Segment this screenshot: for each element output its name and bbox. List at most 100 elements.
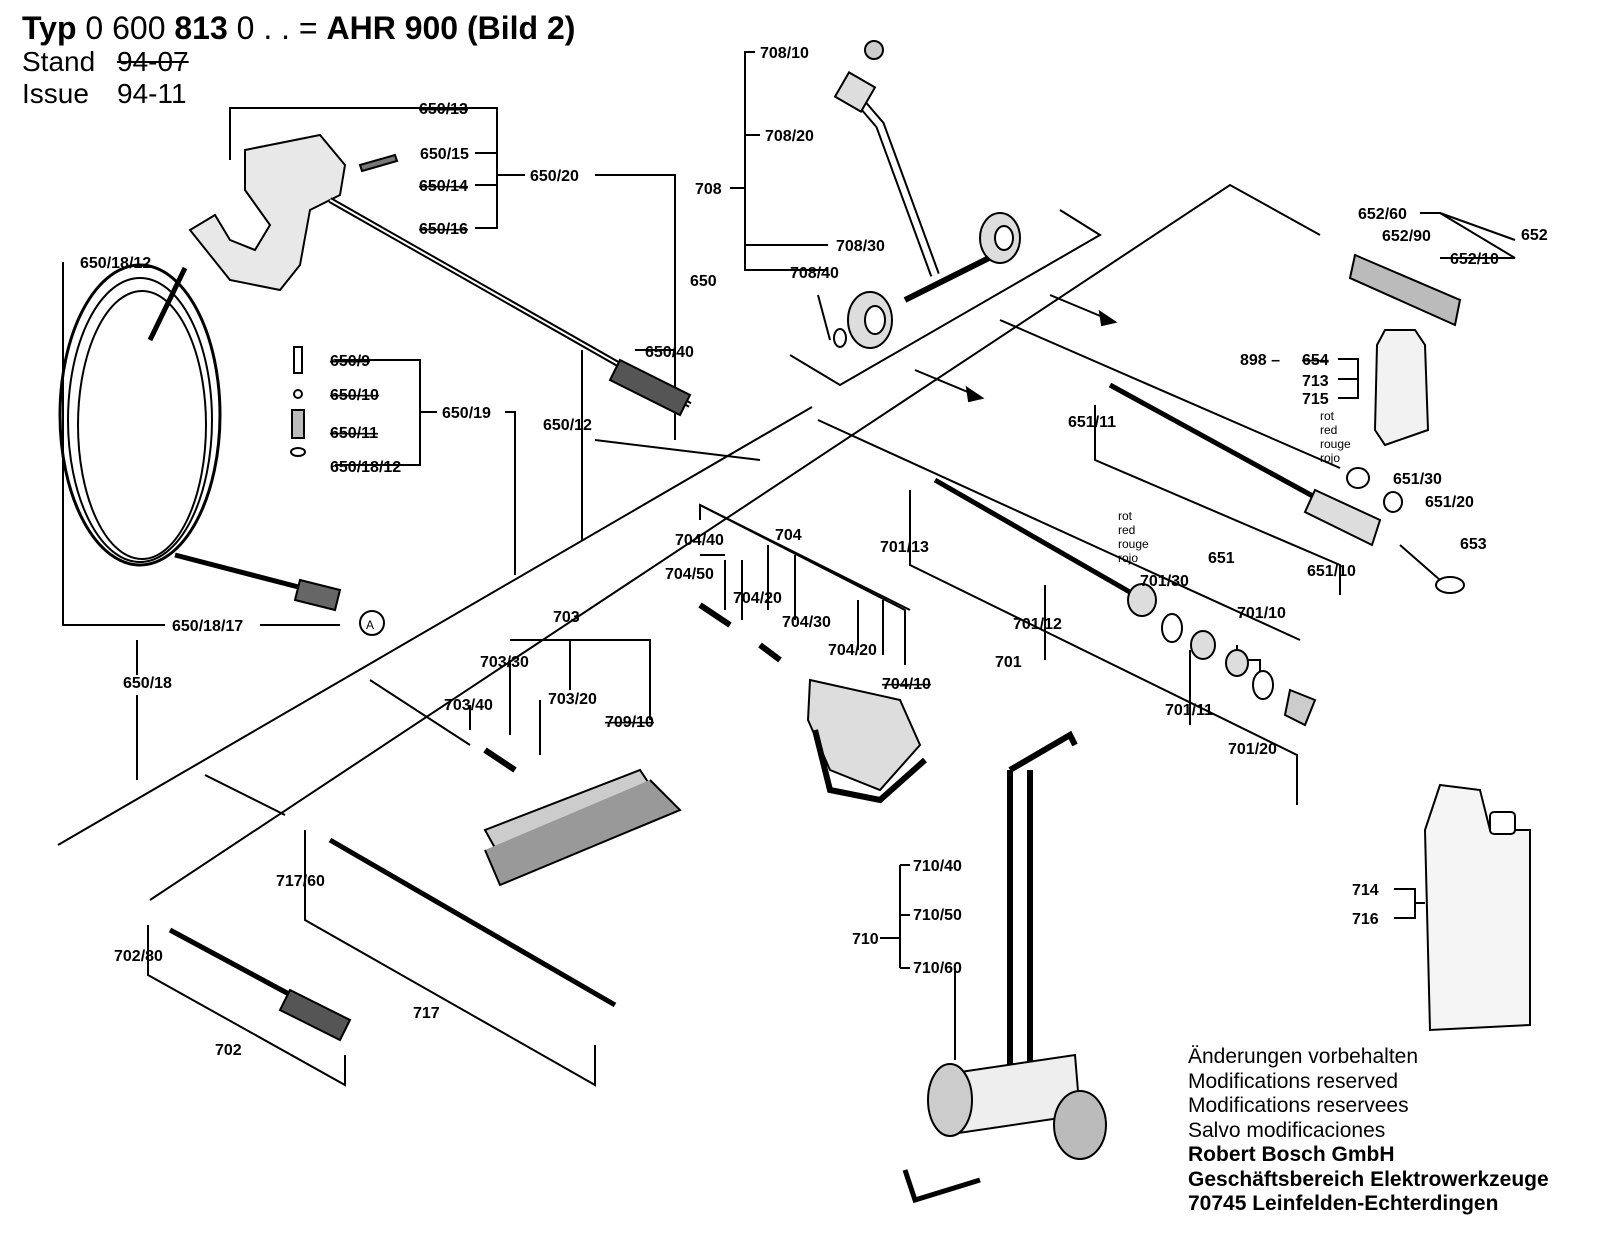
footer-line-de: Änderungen vorbehalten <box>1188 1045 1419 1068</box>
cart-wheel-icon <box>1053 1090 1107 1160</box>
label-650-12: 650/12 <box>543 417 592 434</box>
label-650-18: 650/18 <box>123 675 172 692</box>
label-717-60: 717/60 <box>276 873 325 890</box>
label-708-20: 708/20 <box>765 128 814 145</box>
nut-701-icon <box>1127 583 1157 617</box>
label-650-13: 650/13 <box>419 101 468 118</box>
color-note-b-4: rojo <box>1320 451 1340 465</box>
bracket-702 <box>147 925 346 1087</box>
label-650-18-12-a: 650/18/12 <box>80 255 151 272</box>
label-652-90: 652/90 <box>1382 228 1431 245</box>
hose-coil-icon <box>58 263 222 567</box>
lance-651-nozzle-icon <box>1303 488 1382 547</box>
label-708-10: 708/10 <box>760 45 809 62</box>
typ-number-a: 0 600 <box>85 10 166 46</box>
cart-stand-icon <box>902 1169 981 1204</box>
bracket-710 <box>880 864 956 1060</box>
label-652-10: 652/10 <box>1450 251 1499 268</box>
part-labels: 650/13 650/15 650/14 650/16 650/20 650/1… <box>80 45 1548 1059</box>
oring-651-30-icon <box>1346 467 1370 489</box>
part-drawings <box>58 40 1531 1204</box>
foam-nozzle-icon <box>1348 253 1462 327</box>
adapter-703-icon <box>483 747 517 773</box>
label-650: 650 <box>690 273 717 290</box>
hose-coupling-icon <box>293 578 342 612</box>
canister-icon <box>1423 783 1531 1032</box>
label-650-11: 650/11 <box>330 425 378 442</box>
color-note-a-3: rouge <box>1118 537 1149 551</box>
label-710-60: 710/60 <box>913 960 962 977</box>
label-703-20: 703/20 <box>548 691 597 708</box>
canister-cap-icon <box>1489 811 1516 835</box>
label-650-15: 650/15 <box>420 146 469 163</box>
bracket-898 <box>1338 358 1359 399</box>
lance-717-icon <box>328 837 617 1008</box>
bottle-icon <box>1373 329 1430 447</box>
footer-line-en: Modifications reserved <box>1188 1069 1399 1093</box>
cart-frame-icon <box>1007 730 1078 1080</box>
color-note-b-2: red <box>1320 423 1337 437</box>
label-701: 701 <box>995 654 1022 671</box>
label-709-10: 709/10 <box>605 714 654 731</box>
leader-708-40 <box>817 294 831 341</box>
type-line: Typ 0 600 813 0 . . = AHR 900 (Bild 2) <box>22 10 575 46</box>
bracket-701 <box>909 490 1298 805</box>
label-708-30: 708/30 <box>836 238 885 255</box>
label-701-11: 701/11 <box>1165 702 1213 719</box>
label-653: 653 <box>1460 536 1487 553</box>
brush-703-bristles-icon <box>484 779 682 887</box>
label-652: 652 <box>1521 227 1548 244</box>
gun-lance-grip <box>608 358 692 417</box>
brush-704-bristles-icon <box>812 729 927 804</box>
label-650-9: 650/9 <box>330 353 370 370</box>
label-703-30: 703/30 <box>480 654 529 671</box>
label-704-10: 704/10 <box>882 676 931 693</box>
frame-to-lance-651 <box>999 319 1341 469</box>
lance-702-icon <box>168 927 302 1003</box>
label-651-20: 651/20 <box>1425 494 1474 511</box>
footer-company: Robert Bosch GmbH <box>1188 1143 1395 1166</box>
bracket-704-verticals <box>724 545 884 655</box>
label-702: 702 <box>215 1042 242 1059</box>
label-701-30: 701/30 <box>1140 573 1189 590</box>
label-701-12: 701/12 <box>1013 616 1062 633</box>
color-note-b-1: rot <box>1320 409 1335 423</box>
lance-651-icon <box>1108 382 1322 503</box>
oring-650-18-12-icon <box>290 447 306 457</box>
footer-division: Geschäftsbereich Elektrowerkzeuge <box>1188 1167 1549 1191</box>
arrow-right-icon-2 <box>914 369 976 396</box>
typ-number-c: 0 . . = <box>236 10 318 46</box>
wheel-large-hub-icon <box>864 305 886 335</box>
hose-coil-icon-3 <box>77 290 207 560</box>
part-701-11-icon <box>1190 630 1216 660</box>
label-callout-a: A <box>366 618 374 632</box>
label-703: 703 <box>553 609 580 626</box>
adapter-704-icon <box>698 602 782 663</box>
label-710-50: 710/50 <box>913 907 962 924</box>
bracket-708 <box>730 51 828 271</box>
label-704-50: 704/50 <box>665 566 714 583</box>
color-note-a-4: rojo <box>1118 551 1138 565</box>
typ-number-b: 813 <box>174 10 228 46</box>
label-704-30: 704/30 <box>782 614 831 631</box>
label-704: 704 <box>775 527 802 544</box>
label-898: 898 – <box>1240 352 1280 369</box>
bracket-717 <box>304 830 596 1087</box>
hose-end-icon <box>147 266 311 593</box>
label-702-80: 702/80 <box>114 948 163 965</box>
label-654: 654 <box>1302 352 1329 369</box>
oring-701-20-icon <box>1252 670 1274 700</box>
washer-708-40-icon <box>833 328 847 348</box>
arrows <box>914 294 1118 403</box>
label-701-13: 701/13 <box>880 539 929 556</box>
label-715: 715 <box>1302 391 1329 408</box>
tool-653-icon <box>1399 544 1441 581</box>
clamp-708-icon <box>833 71 877 113</box>
oring-701-30-icon <box>1161 613 1183 643</box>
label-703-40: 703/40 <box>444 697 493 714</box>
color-note-a-2: red <box>1118 523 1135 537</box>
frame-to-717 <box>204 774 286 816</box>
